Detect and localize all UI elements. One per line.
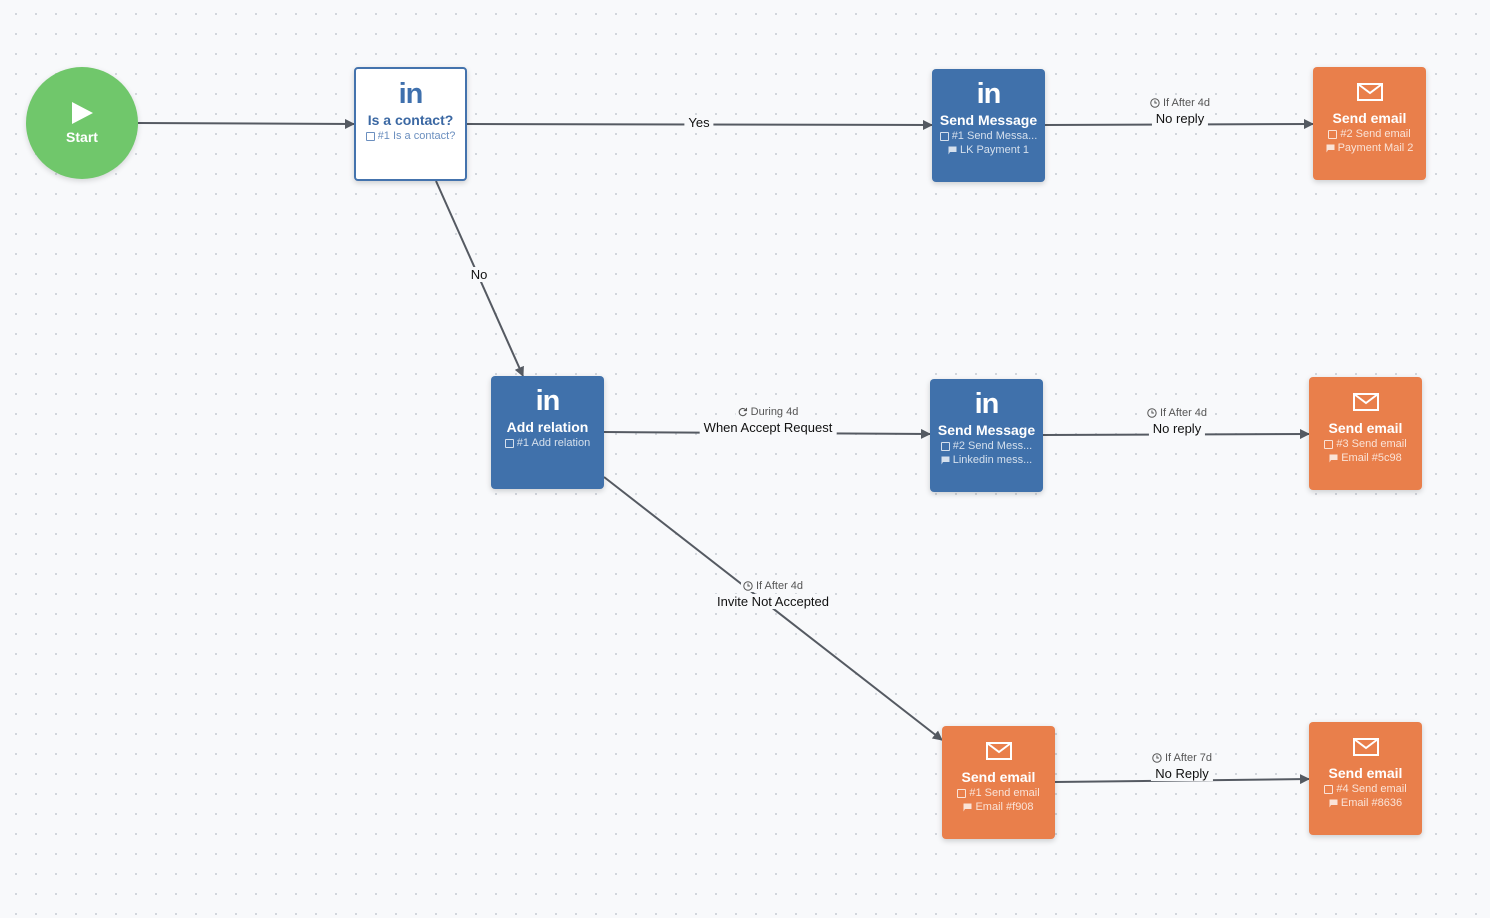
edge-label-text: Invite Not Accepted	[712, 594, 834, 609]
node-add-relation[interactable]: in Add relation #1 Add relation	[491, 376, 604, 489]
step-icon	[1324, 784, 1334, 794]
message-icon	[1329, 799, 1338, 807]
linkedin-icon: in	[974, 388, 1000, 420]
edge-label-add-email1[interactable]: If After 4d Invite Not Accepted	[712, 580, 834, 609]
node-send-message-1[interactable]: in Send Message #1 Send Messa... LK Paym…	[932, 69, 1045, 182]
node-step: #2 Send email	[1328, 128, 1411, 140]
clock-icon	[1147, 408, 1157, 418]
step-icon	[940, 441, 950, 451]
edge-timing: During 4d	[735, 406, 801, 418]
mail-icon	[1352, 387, 1379, 417]
node-send-email-3[interactable]: Send email #3 Send email Email #5c98	[1309, 377, 1422, 490]
edge-timing: If After 7d	[1149, 752, 1215, 764]
node-send-message-2[interactable]: in Send Message #2 Send Mess... Linkedin…	[930, 379, 1043, 492]
clock-icon	[1150, 98, 1160, 108]
node-title: Send email	[1328, 765, 1403, 781]
node-title: Add relation	[506, 419, 589, 435]
edge-label-text: When Accept Request	[699, 420, 837, 435]
step-icon	[957, 788, 967, 798]
edge-label-msg1-email2[interactable]: If After 4d No reply	[1147, 97, 1213, 126]
node-title: Send Message	[939, 112, 1038, 128]
edge-timing: If After 4d	[1147, 97, 1213, 109]
node-step: #3 Send email	[1324, 438, 1407, 450]
edge-label-text: No Reply	[1151, 766, 1213, 781]
node-template: Email #8636	[1329, 797, 1402, 809]
node-title: Is a contact?	[367, 112, 454, 128]
node-template: Payment Mail 2	[1326, 142, 1413, 154]
edge-label-text: No reply	[1151, 111, 1209, 126]
node-send-email-2[interactable]: Send email #2 Send email Payment Mail 2	[1313, 67, 1426, 180]
clock-icon	[743, 581, 753, 591]
node-step: #1 Send email	[957, 787, 1040, 799]
node-is-contact[interactable]: in Is a contact? #1 Is a contact?	[354, 67, 467, 181]
step-icon	[1328, 129, 1338, 139]
node-template: Linkedin mess...	[941, 454, 1032, 466]
start-label: Start	[66, 129, 98, 145]
node-step: #1 Is a contact?	[365, 130, 455, 142]
edge-label-text: No reply	[1148, 421, 1206, 436]
node-template: Email #f908	[963, 801, 1034, 813]
play-icon	[72, 102, 93, 124]
linkedin-icon: in	[535, 385, 561, 417]
edge-timing: If After 4d	[740, 580, 806, 592]
mail-icon	[985, 736, 1012, 766]
node-send-email-4[interactable]: Send email #4 Send email Email #8636	[1309, 722, 1422, 835]
step-icon	[939, 131, 949, 141]
message-icon	[948, 146, 957, 154]
node-title: Send Message	[937, 422, 1036, 438]
edge-timing: If After 4d	[1144, 407, 1210, 419]
node-template: LK Payment 1	[948, 144, 1029, 156]
edge-label-yes[interactable]: Yes	[684, 115, 714, 130]
refresh-icon	[738, 407, 747, 417]
node-step: #1 Send Messa...	[939, 130, 1037, 142]
step-icon	[504, 438, 514, 448]
node-step: #2 Send Mess...	[940, 440, 1032, 452]
message-icon	[1329, 454, 1338, 462]
node-step: #4 Send email	[1324, 783, 1407, 795]
edge-label-no[interactable]: No	[466, 267, 492, 282]
node-title: Send email	[961, 769, 1036, 785]
linkedin-icon: in	[976, 78, 1002, 110]
edge-label-text: Yes	[684, 115, 714, 130]
edge-label-email1-email4[interactable]: If After 7d No Reply	[1149, 752, 1215, 781]
node-template: Email #5c98	[1329, 452, 1402, 464]
edge-label-msg2-email3[interactable]: If After 4d No reply	[1144, 407, 1210, 436]
node-send-email-1[interactable]: Send email #1 Send email Email #f908	[942, 726, 1055, 839]
message-icon	[1326, 144, 1335, 152]
edge-label-add-msg2[interactable]: During 4d When Accept Request	[699, 406, 837, 435]
edge-start-to-contact[interactable]	[137, 118, 355, 129]
mail-icon	[1356, 77, 1383, 107]
step-icon	[1324, 439, 1334, 449]
node-step: #1 Add relation	[504, 437, 590, 449]
message-icon	[963, 803, 972, 811]
mail-icon	[1352, 732, 1379, 762]
linkedin-icon: in	[398, 78, 424, 110]
edge-label-text: No	[466, 267, 492, 282]
node-title: Send email	[1332, 110, 1407, 126]
node-title: Send email	[1328, 420, 1403, 436]
step-icon	[365, 131, 375, 141]
clock-icon	[1152, 753, 1162, 763]
message-icon	[941, 456, 950, 464]
start-node[interactable]: Start	[26, 67, 138, 179]
